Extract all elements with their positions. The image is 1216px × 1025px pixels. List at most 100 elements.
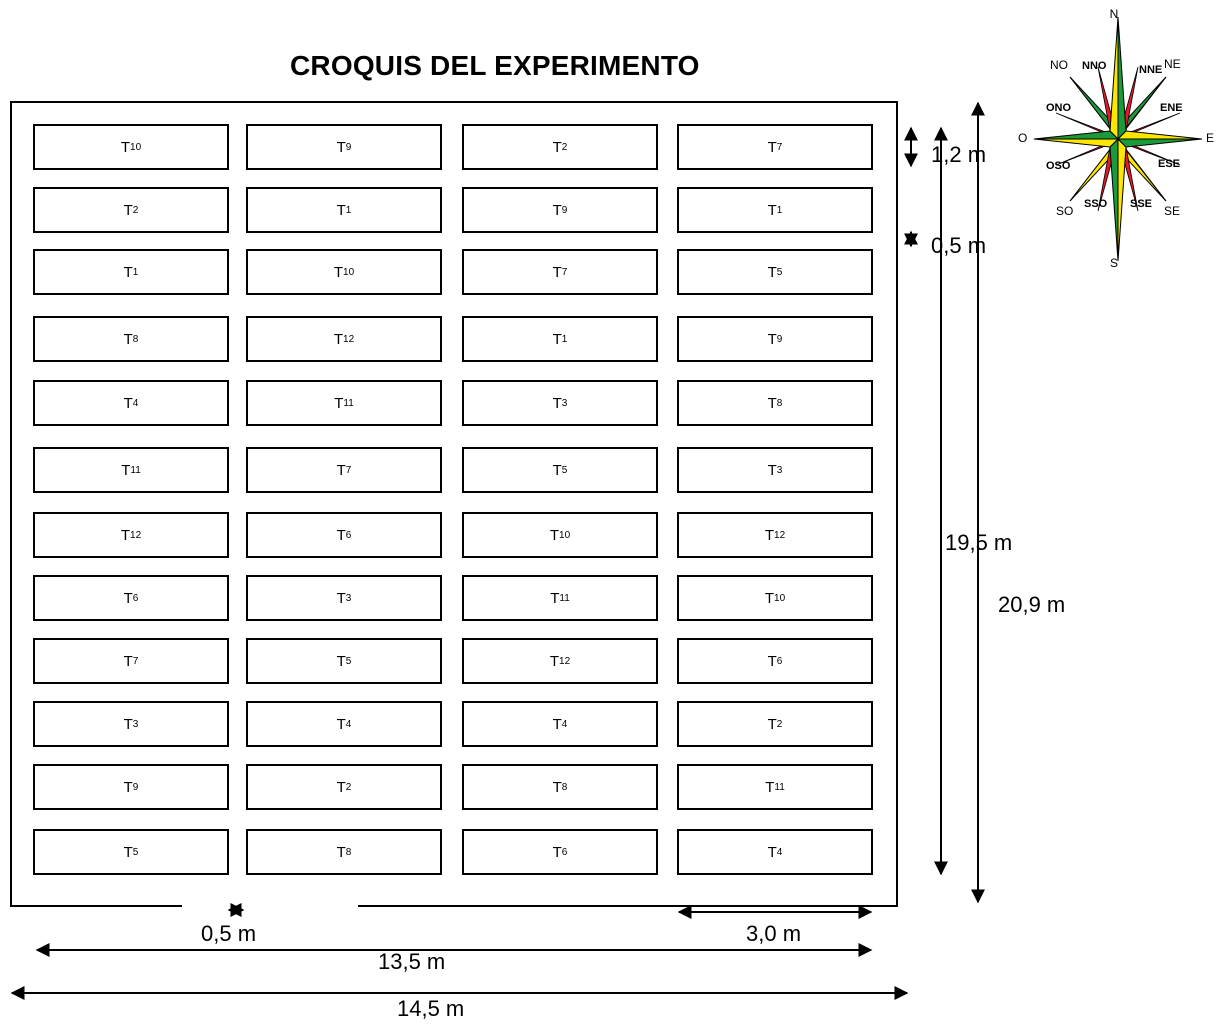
plot-treatment-letter: T [336,715,346,733]
compass-label-o: O [1018,131,1027,145]
plot-treatment-letter: T [552,394,562,412]
plot-treatment-number: 1 [776,204,783,216]
plot-treatment-number: 5 [132,846,139,858]
plot-treatment-number: 4 [776,846,783,858]
plot-treatment-number: 7 [132,655,139,667]
compass-label-nno: NNO [1082,60,1107,72]
plot-treatment-number: 3 [561,397,568,409]
compass-label-ono: ONO [1046,102,1072,114]
plot-treatment-letter: T [121,461,131,479]
plot-treatment-number: 8 [561,781,568,793]
plot-treatment-number: 5 [776,266,783,278]
plot-treatment-number: 3 [132,718,139,730]
plot-treatment-number: 5 [345,655,352,667]
plot-treatment-number: 4 [132,397,139,409]
plot-treatment-letter: T [123,715,133,733]
total-height-label: 20,9 m [998,592,1066,617]
plot-treatment-letter: T [336,843,346,861]
plot-treatment-letter: T [767,138,777,156]
plot-treatment-number: 6 [776,655,783,667]
compass-label-sso: SSO [1084,198,1108,210]
plot-treatment-letter: T [767,715,777,733]
plot-treatment-letter: T [123,778,133,796]
compass-rose-icon: N NNE NE ENE E ESE SE SSE S SSO SO OSO O… [1018,7,1214,267]
field-boundary [10,101,898,907]
plot-treatment-letter: T [123,201,133,219]
plot-treatment-letter: T [336,138,346,156]
compass-cardinal-points [1033,16,1203,262]
plot-treatment-letter: T [767,263,777,281]
plot-treatment-letter: T [120,138,131,156]
plot-treatment-letter: T [123,330,133,348]
plot-treatment-number: 9 [132,781,139,793]
plot-treatment-letter: T [764,589,775,607]
plot-treatment-number: 4 [345,718,352,730]
plot-treatment-number: 6 [345,529,352,541]
plot-treatment-number: 12 [559,655,571,667]
compass-label-oso: OSO [1046,160,1071,172]
plot-treatment-letter: T [767,330,777,348]
compass-label-e: E [1206,131,1214,145]
plot-treatment-letter: T [552,778,562,796]
plot-treatment-letter: T [123,652,133,670]
plot-treatment-number: 6 [132,592,139,604]
plot-treatment-number: 6 [561,846,568,858]
plot-treatment-letter: T [549,652,560,670]
plot-treatment-letter: T [336,778,346,796]
plot-treatment-number: 8 [776,397,783,409]
plot-treatment-letter: T [552,461,562,479]
plot-treatment-letter: T [336,201,346,219]
plot-treatment-number: 1 [132,266,139,278]
plot-treatment-number: 7 [345,464,352,476]
plot-treatment-letter: T [336,461,346,479]
plot-height-label: 1,2 m [931,142,987,167]
plot-treatment-letter: T [333,263,344,281]
plot-treatment-letter: T [334,394,344,412]
plot-treatment-number: 2 [561,141,568,153]
plot-treatment-number: 9 [776,333,783,345]
plot-treatment-letter: T [765,778,775,796]
plot-treatment-number: 2 [132,204,139,216]
plot-treatment-letter: T [767,461,777,479]
plot-treatment-letter: T [550,589,560,607]
compass-label-ene: ENE [1160,102,1183,114]
compass-label-sse: SSE [1130,198,1152,210]
plot-treatment-letter: T [764,526,775,544]
plot-treatment-letter: T [552,263,562,281]
compass-label-n: N [1110,7,1119,21]
plot-treatment-number: 1 [561,333,568,345]
plot-treatment-number: 12 [774,529,786,541]
inner-height-label: 19,5 m [945,530,1013,555]
